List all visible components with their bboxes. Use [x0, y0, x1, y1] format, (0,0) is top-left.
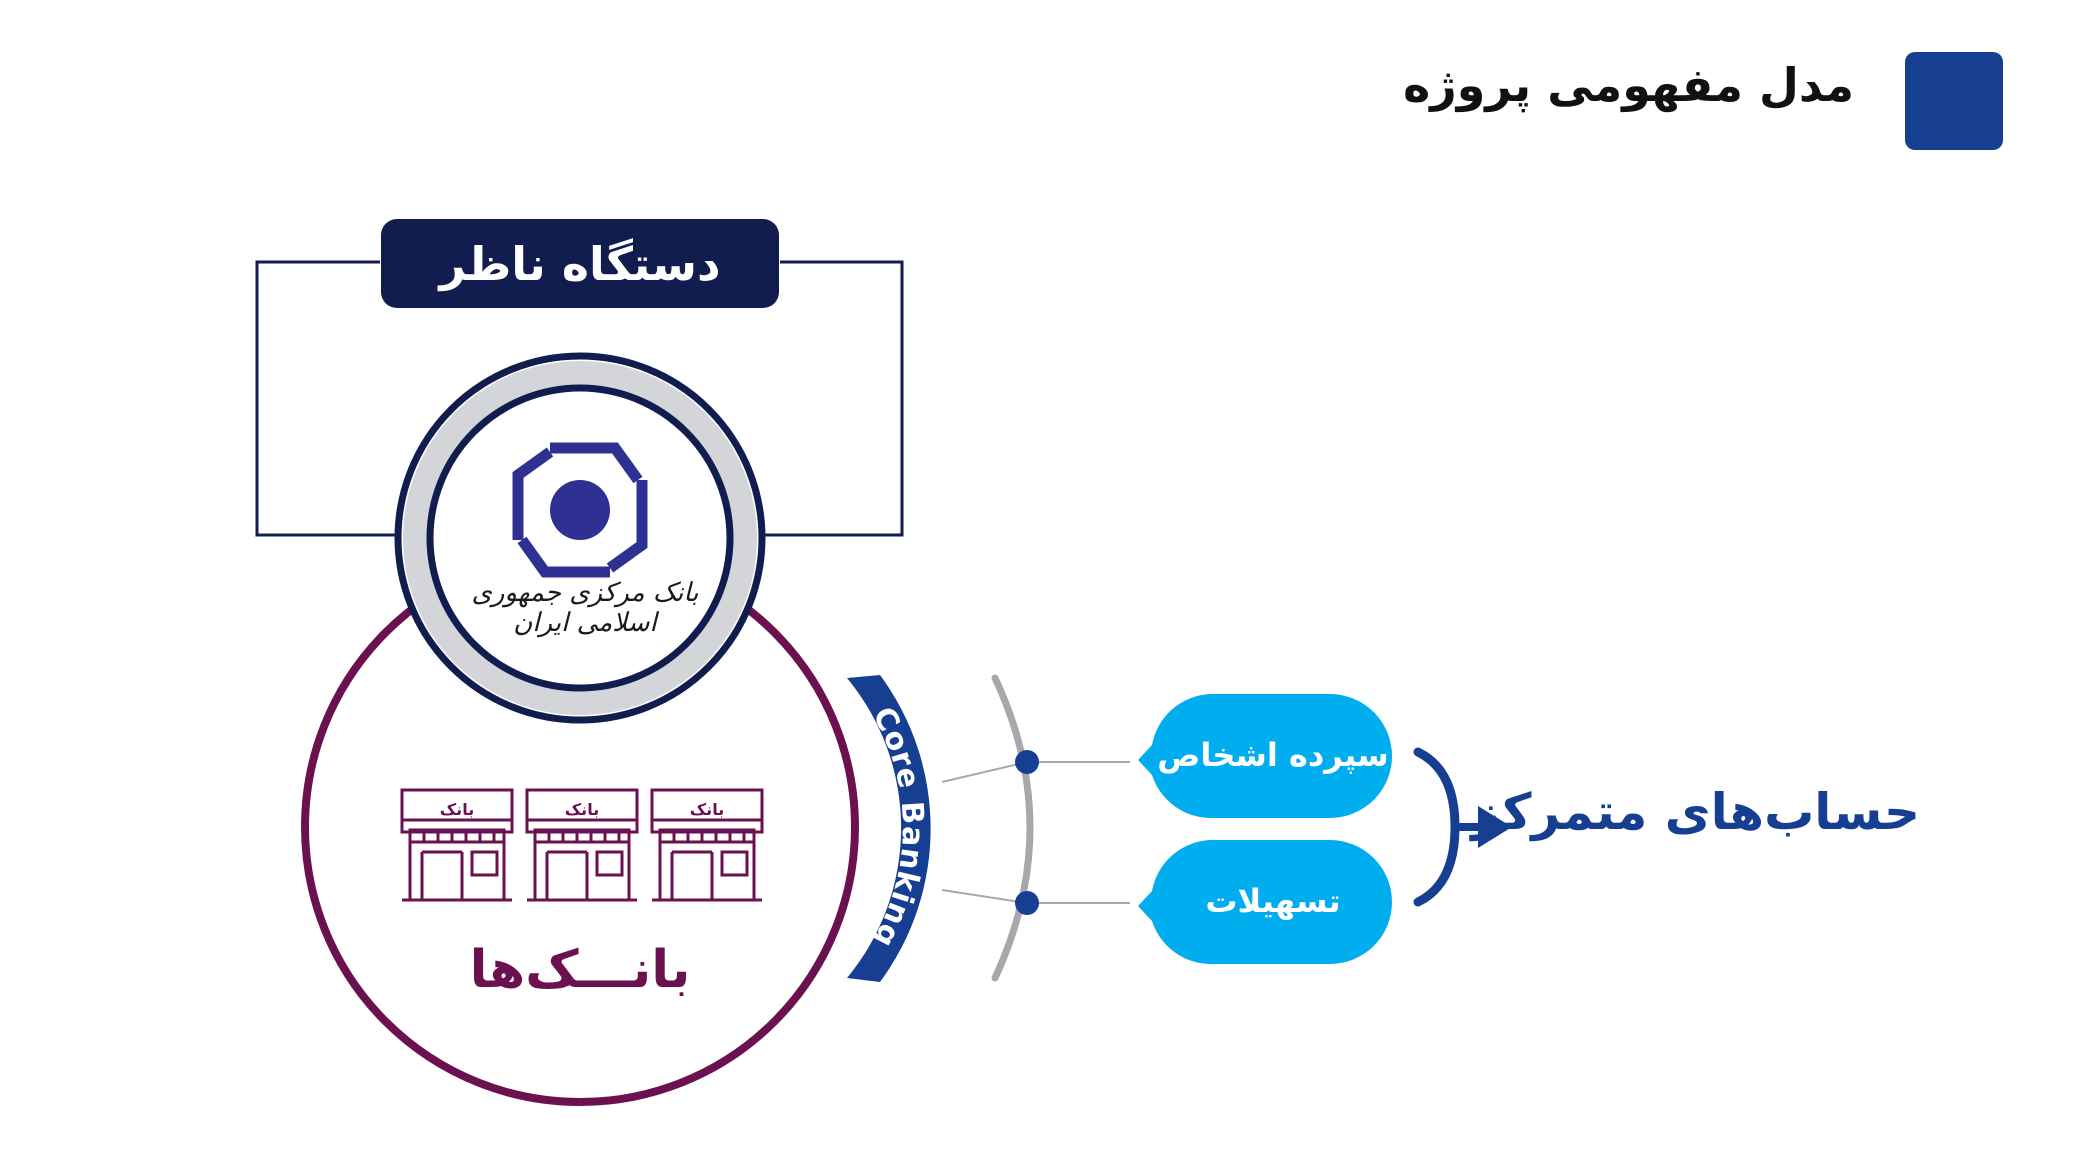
bank-sign-2: بانک	[565, 800, 599, 819]
bank-sign-3: بانک	[690, 800, 724, 819]
bubble-deposits	[1138, 694, 1392, 818]
bank-building-icon	[400, 788, 514, 902]
bubble-loans	[1138, 840, 1392, 964]
header-icon-box	[1905, 52, 2003, 150]
bubble-loans-label: تسهیلات	[1205, 882, 1341, 920]
banks-label: بانـــک‌ها	[469, 940, 691, 1000]
arrow-right-icon	[1458, 806, 1512, 848]
connector-dot-top	[1015, 750, 1039, 774]
supervisor-connector-frame	[255, 260, 904, 537]
bank-building-icon	[525, 788, 639, 902]
central-bank-emblem-icon	[512, 442, 648, 578]
bank-sign-1: بانک	[440, 800, 474, 819]
result-bracket	[1413, 747, 1460, 907]
gray-connector-arc	[991, 674, 1034, 982]
supervisor-label: دستگاه ناظر	[381, 219, 779, 308]
central-bank-gray-ring	[403, 361, 757, 715]
core-banking-label: Core Banking	[865, 701, 930, 953]
centralized-accounts-label: حساب‌های متمرکز	[1471, 783, 1920, 841]
bank-building-icon	[650, 788, 764, 902]
page-title: مدل مفهومی پروژه	[1403, 58, 1854, 112]
core-banking-band	[847, 675, 931, 982]
bubble-deposits-label: سپرده اشخاص	[1157, 736, 1389, 774]
connector-dot-bottom	[1015, 891, 1039, 915]
central-bank-logo-text: بانک مرکزی جمهوری اسلامی ایران	[471, 578, 699, 638]
